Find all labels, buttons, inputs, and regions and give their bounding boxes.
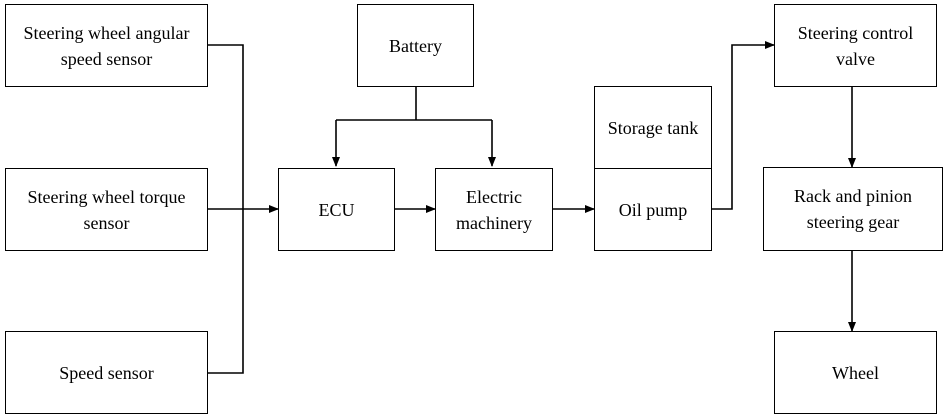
ecu-label: ECU — [318, 199, 355, 220]
battery-label: Battery — [389, 35, 442, 56]
edge-oil-pump-to-steering-control-valve — [711, 41, 775, 210]
wheel-label: Wheel — [832, 362, 879, 383]
torque-sensor-node: Steering wheel torque sensor — [5, 168, 208, 251]
steering-control-valve-label: Steering control valve — [797, 22, 914, 69]
ecu-node: ECU — [278, 168, 395, 251]
electric-machinery-label: Electric machinery — [456, 186, 532, 233]
rack-pinion-label: Rack and pinion steering gear — [794, 186, 912, 232]
wheel-node: Wheel — [774, 331, 937, 414]
storage-tank-node: Storage tank — [594, 86, 712, 169]
battery-node: Battery — [357, 4, 474, 87]
edge-speed-sensor-to-bus — [207, 209, 244, 374]
oil-pump-node: Oil pump — [594, 168, 712, 251]
edge-angular-sensor-to-bus — [207, 44, 244, 209]
rack-pinion-node: Rack and pinion steering gear — [763, 167, 943, 251]
speed-sensor-node: Speed sensor — [5, 331, 208, 414]
electric-machinery-node: Electric machinery — [435, 168, 553, 251]
storage-tank-label: Storage tank — [607, 117, 699, 138]
torque-sensor-label: Steering wheel torque sensor — [27, 186, 186, 233]
angular-speed-sensor-label: Steering wheel angular speed sensor — [23, 22, 190, 69]
speed-sensor-label: Speed sensor — [59, 362, 154, 383]
angular-speed-sensor-node: Steering wheel angular speed sensor — [5, 4, 208, 87]
oil-pump-label: Oil pump — [618, 199, 688, 220]
steering-control-valve-node: Steering control valve — [774, 4, 937, 87]
